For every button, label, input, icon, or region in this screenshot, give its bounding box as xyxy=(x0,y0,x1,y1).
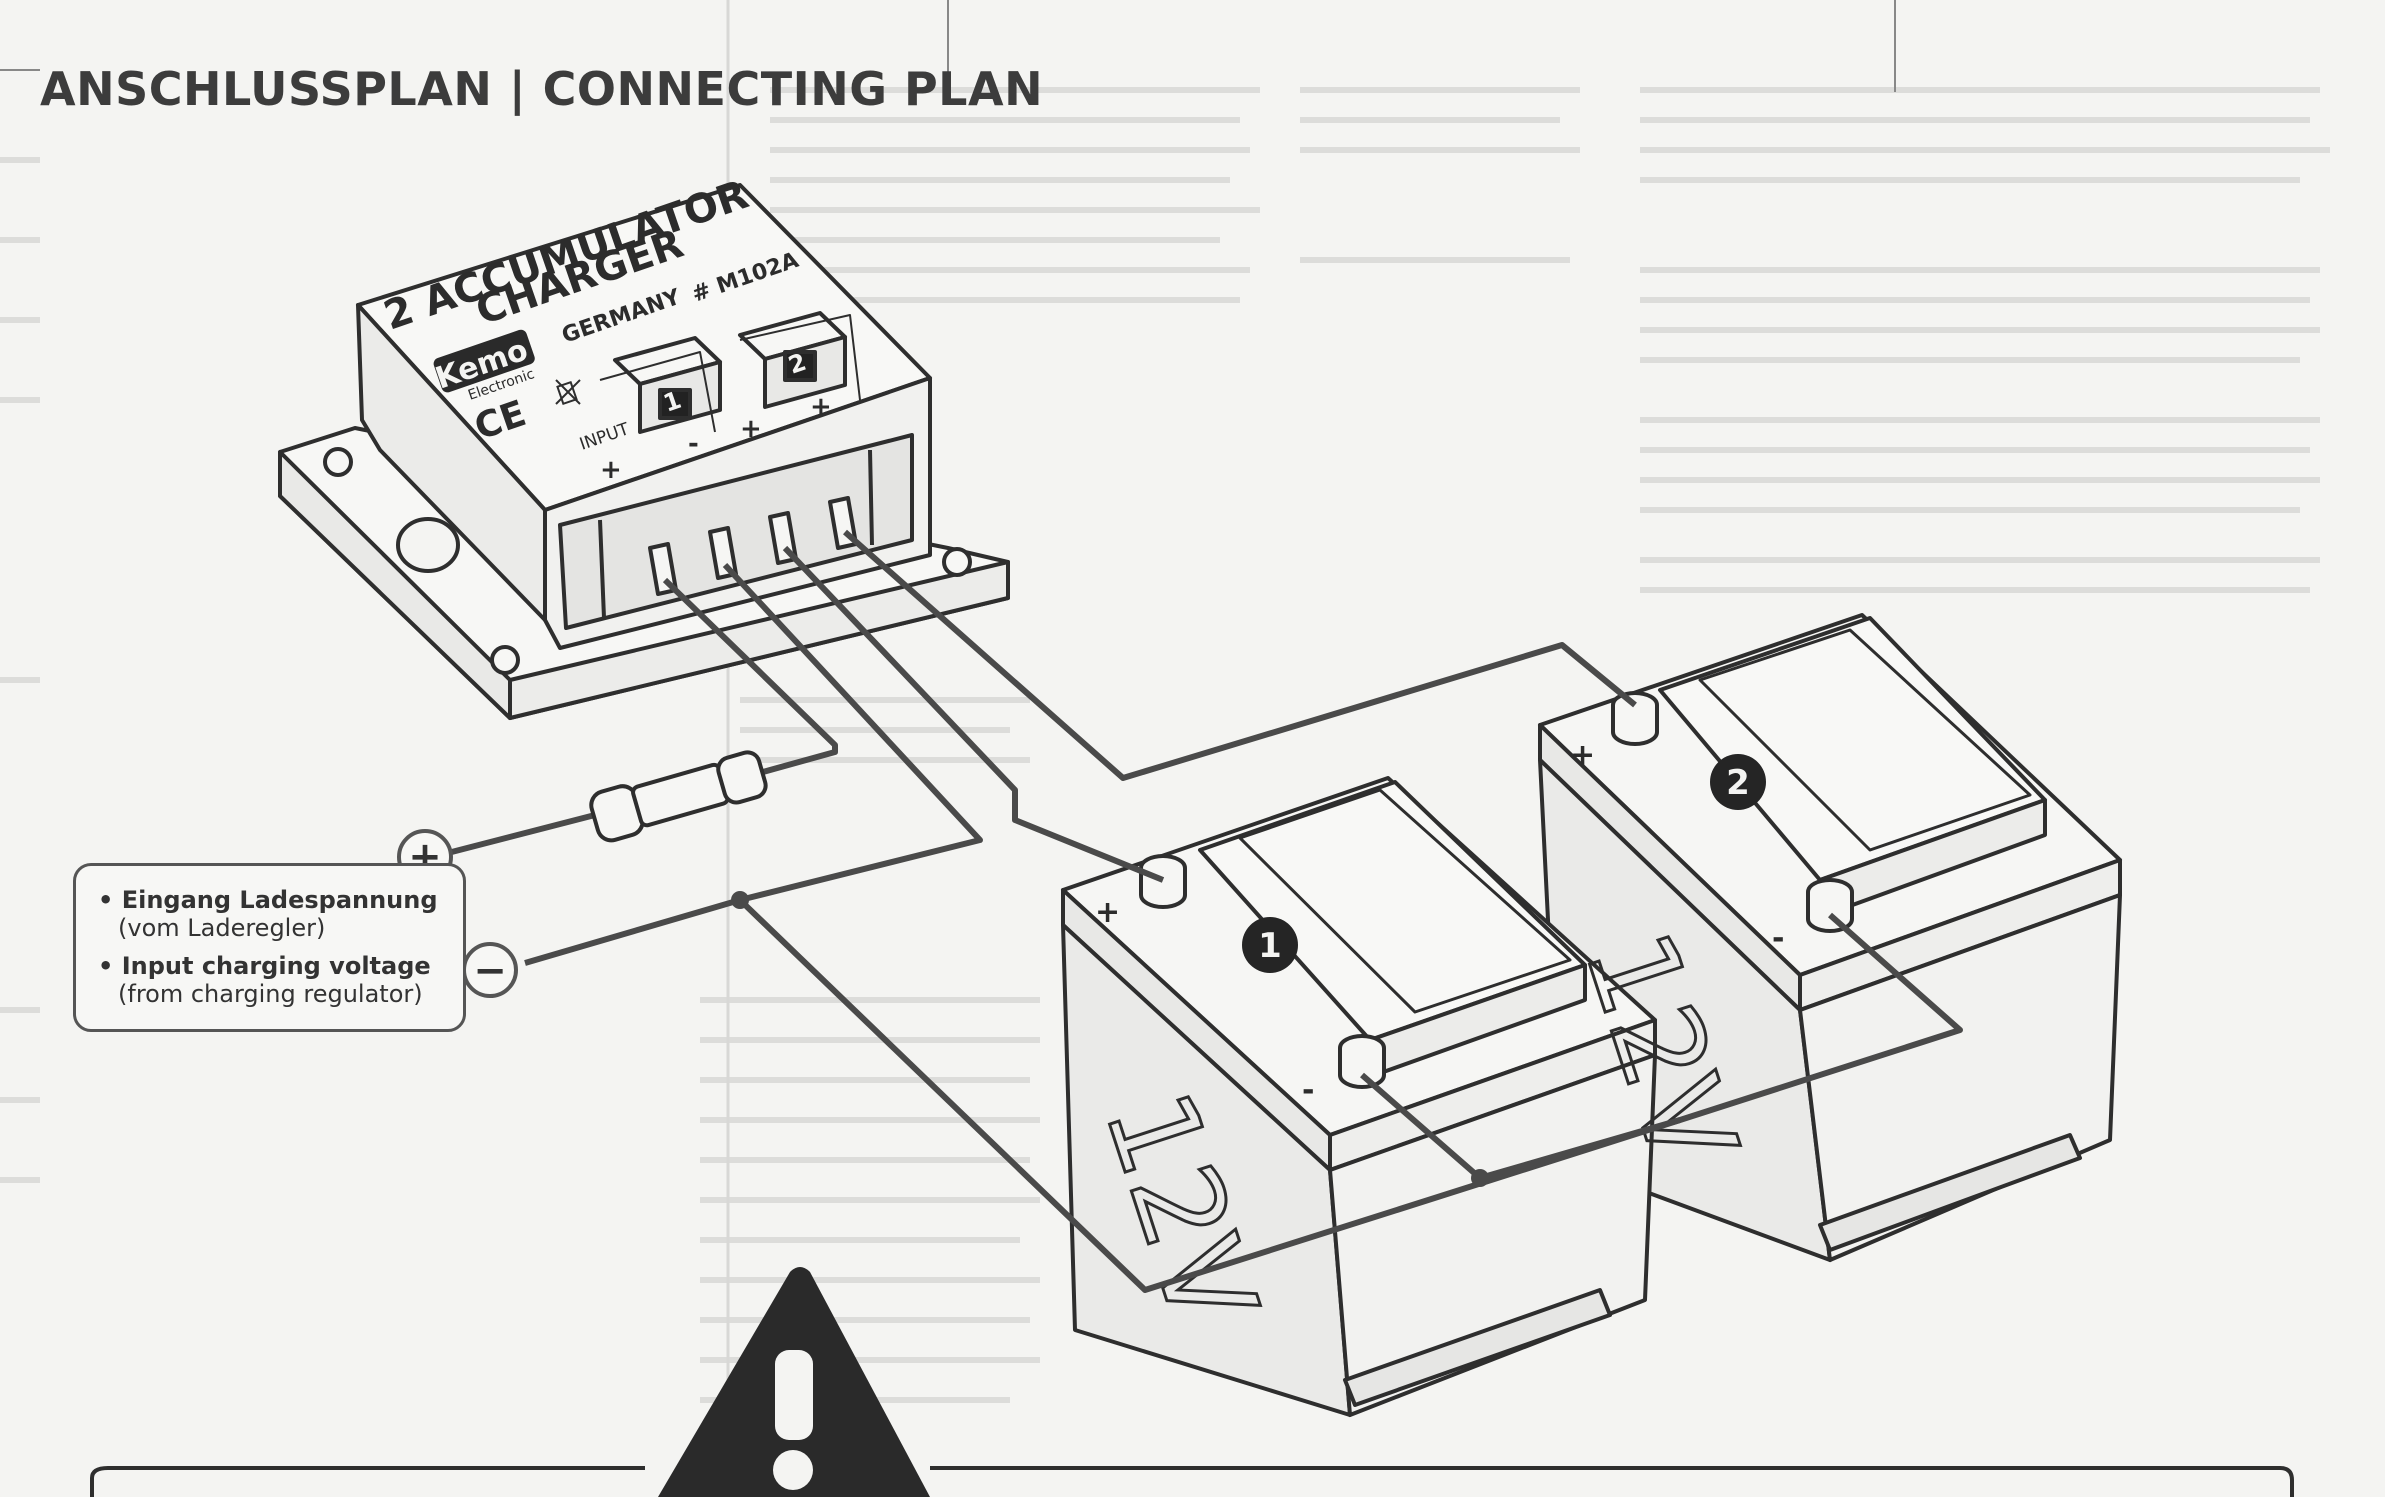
label-battery-icon-2 xyxy=(738,311,847,409)
junction-dot xyxy=(731,891,749,909)
battery-1-plus: + xyxy=(1095,895,1120,930)
wire-neg-battery-2 xyxy=(1479,912,1963,1181)
charger-module xyxy=(278,183,1010,720)
warning-exclamation-bar xyxy=(775,1350,813,1440)
wire-negative-bus xyxy=(737,897,1681,1293)
battery-1-minus: - xyxy=(1302,1073,1314,1108)
charger-plus-sign: + xyxy=(740,414,762,444)
legend-en-sub: (from charging regulator) xyxy=(118,980,423,1008)
charger-plus-sign: + xyxy=(600,455,622,485)
brand-logo xyxy=(433,329,535,393)
wire-input-minus xyxy=(524,562,983,966)
battery-1-number-badge xyxy=(1242,917,1298,973)
weee-bin-icon xyxy=(555,379,581,406)
page-title: ANSCHLUSSPLAN | CONNECTING PLAN xyxy=(40,62,1044,116)
mount-hole xyxy=(942,547,972,577)
battery-2 xyxy=(1538,613,2122,1262)
mount-hole xyxy=(490,645,520,675)
wire-out1-plus xyxy=(782,545,1165,883)
legend-de-sub: (vom Laderegler) xyxy=(118,914,326,942)
battery-2-number-badge xyxy=(1710,754,1766,810)
bottom-notice-frame xyxy=(90,1466,2294,1497)
battery-2-number: 2 xyxy=(1726,763,1750,803)
background-print-lines xyxy=(0,87,2330,1403)
legend-en-label: Input charging voltage xyxy=(98,952,463,980)
battery-1-number: 1 xyxy=(1258,926,1282,966)
battery-2-minus: - xyxy=(1772,921,1784,956)
input-minus-symbol: − xyxy=(473,948,507,994)
wire-out2-plus xyxy=(843,529,1637,781)
legend-item-de: Eingang Ladespannung (vom Laderegler) xyxy=(98,886,463,942)
junction-dot xyxy=(1471,1169,1489,1187)
battery-1 xyxy=(1061,776,1657,1417)
legend-item-en: Input charging voltage (from charging re… xyxy=(98,952,463,1008)
battery-terminals xyxy=(1139,691,1854,1089)
warning-exclamation-dot xyxy=(773,1450,813,1490)
wiring xyxy=(439,529,1963,1293)
wire-neg-battery-1 xyxy=(1360,1072,1482,1181)
battery-2-plus: + xyxy=(1570,738,1595,773)
wire-input-plus xyxy=(662,577,838,778)
charger-minus-sign: - xyxy=(688,429,699,459)
label-battery-icon-1 xyxy=(613,336,722,434)
wire-input-plus-fuse-to-terminal xyxy=(439,812,596,858)
charger-plus-sign: + xyxy=(810,392,832,422)
legend-de-label: Eingang Ladespannung xyxy=(98,886,463,914)
inline-fuse xyxy=(589,750,768,843)
input-legend-box: Eingang Ladespannung (vom Laderegler) In… xyxy=(73,863,466,1032)
charger-housing-side xyxy=(356,303,547,622)
mount-hole xyxy=(323,447,353,477)
